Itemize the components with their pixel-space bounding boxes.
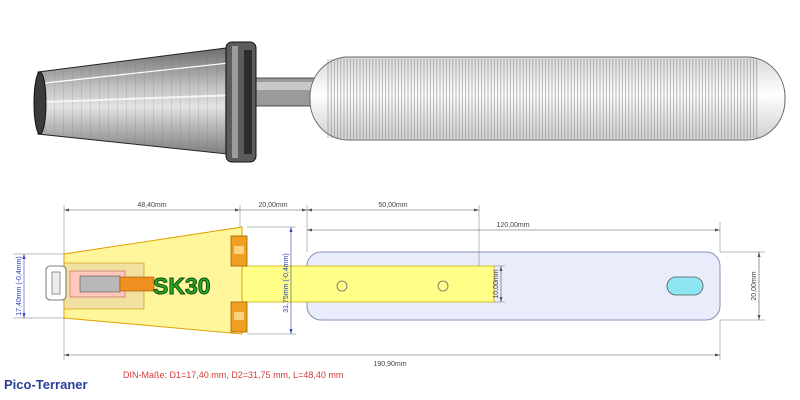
collet-2d-drawing: SK30 48,40mm 20,00mm 50,00mm 120,00mm xyxy=(13,202,765,368)
dim-d2: 31,75mm (-0,4mm) xyxy=(283,253,290,313)
drawing-shaft xyxy=(239,265,495,303)
dim-handle-height: 20,00mm xyxy=(751,271,758,300)
dim-handle-length: 120,00mm xyxy=(496,222,529,229)
model-label: SK30 xyxy=(153,273,211,299)
dim-cone-to-handle: 20,00mm xyxy=(258,202,287,209)
dim-shaft-length: 50,00mm xyxy=(378,202,407,209)
dim-shaft-height: 10,00mm xyxy=(493,269,500,298)
dim-d1: 17,40mm (-0,4mm) xyxy=(16,256,23,316)
handle-slot xyxy=(666,276,704,296)
collet-3d-render xyxy=(33,41,786,163)
din-caption: DIN-Maße: D1=17,40 mm, D2=31,75 mm, L=48… xyxy=(123,370,344,380)
brand-label: Pico-Terraner xyxy=(4,377,88,392)
dim-cone-length: 48,40mm xyxy=(137,202,166,209)
dim-total-length: 190,90mm xyxy=(373,361,406,368)
